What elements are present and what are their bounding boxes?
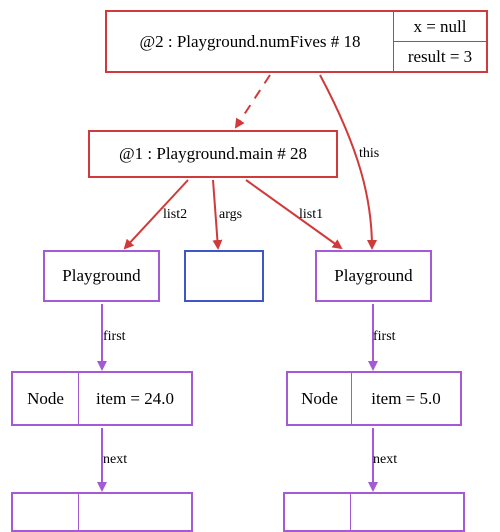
frame-main[interactable]: @1 : Playground.main # 28 — [88, 130, 338, 178]
edge-label-this: this — [359, 146, 380, 161]
node-right-item: item = 5.0 — [371, 388, 441, 408]
node-left-type: Node — [13, 373, 79, 424]
frame-numfives-vars: x = null result = 3 — [394, 12, 486, 71]
edge-label-first-right: first — [373, 329, 396, 344]
edge-label-next-left: next — [103, 452, 128, 467]
var-result: result = 3 — [407, 46, 473, 66]
node-object-left-next[interactable] — [11, 492, 193, 532]
edge-label-list1: list1 — [299, 207, 324, 222]
node-object-left[interactable]: Node item = 24.0 — [11, 371, 193, 426]
edge-label-next-right: next — [373, 452, 398, 467]
edge-label-args: args — [219, 207, 243, 222]
edge-label-first-left: first — [103, 329, 126, 344]
node-right-next-type — [285, 494, 351, 530]
edge-label-list2: list2 — [163, 207, 188, 222]
var-x: x = null — [394, 12, 486, 42]
node-object-right[interactable]: Node item = 5.0 — [286, 371, 462, 426]
edge-caller — [234, 74, 271, 129]
edge-list2 — [123, 179, 189, 250]
playground-object-right[interactable]: Playground — [315, 250, 432, 302]
edge-list1 — [245, 179, 343, 250]
playground-object-left[interactable]: Playground — [43, 250, 160, 302]
frame-numfives[interactable]: @2 : Playground.numFives # 18 x = null r… — [105, 10, 488, 73]
edge-args — [212, 179, 223, 250]
node-left-next-type — [13, 494, 79, 530]
node-object-right-next[interactable] — [283, 492, 465, 532]
node-right-type: Node — [288, 373, 352, 424]
node-left-item: item = 24.0 — [95, 388, 175, 408]
args-array-object[interactable] — [184, 250, 264, 302]
edge-this — [319, 74, 377, 250]
diagram-edges — [97, 74, 378, 492]
object-graph-diagram: @2 : Playground.numFives # 18 x = null r… — [11, 10, 488, 532]
frame-numfives-title: @2 : Playground.numFives # 18 — [107, 12, 394, 71]
